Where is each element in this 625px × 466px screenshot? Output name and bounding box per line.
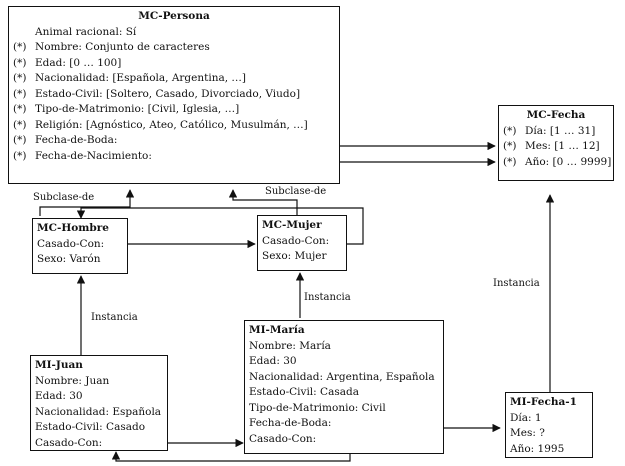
slot-row: Fecha-de-Boda:: [249, 417, 332, 429]
required-marker: (*): [13, 149, 27, 162]
mc-fecha-frame: MC-Fecha (*) Día: [1 … 31] (*) Mes: [1 … 12…: [498, 105, 614, 181]
required-marker: (*): [13, 134, 27, 146]
required-marker: (*): [13, 72, 27, 84]
slot-row: Estado-Civil: Casada: [249, 386, 359, 398]
required-marker: (*): [13, 103, 27, 115]
mc-persona-slots: Animal racional: Sí (*) Nombre: Conjunto d…: [13, 25, 335, 165]
slot-row: (*) Día: [1 … 31]: [503, 124, 609, 140]
mc-hombre-frame: MC-Hombre Casado-Con: Sexo: Varón: [32, 218, 128, 274]
slot-text: Animal racional: Sí: [35, 25, 137, 38]
slot-text: Día: [1 … 31]: [525, 124, 596, 137]
slot-text: Religión: [Agnóstico, Ateo, Católico, Mu…: [35, 118, 308, 131]
slot-row: Animal racional: Sí: [13, 25, 335, 41]
slot-row: (*) Mes: [1 … 12]: [503, 139, 609, 155]
mc-hombre-slot: Sexo: Varón: [37, 253, 101, 265]
slot-row: (*) Fecha-de-Boda:: [13, 133, 335, 149]
slot-row: (*) Edad: [0 … 100]: [13, 56, 335, 72]
slot-row: (*) Fecha-de-Nacimiento:: [13, 149, 335, 165]
slot-text: Nacionalidad: [Española, Argentina, …]: [35, 72, 247, 84]
mi-juan-title: MI-Juan: [35, 359, 83, 371]
slot-row: Estado-Civil: Casado: [35, 421, 146, 433]
label-subclase-hombre: Subclase-de: [32, 192, 96, 203]
slot-text: Mes: [1 … 12]: [525, 140, 600, 152]
mc-fecha-slots: (*) Día: [1 … 31] (*) Mes: [1 … 12] (*) Año: …: [503, 124, 612, 171]
slot-text: Estado-Civil: [Soltero, Casado, Divorcia…: [35, 87, 301, 100]
slot-row: Nombre: María: [249, 339, 331, 352]
required-marker: (*): [13, 56, 27, 69]
slot-row: Nacionalidad: Española: [35, 405, 162, 418]
mi-fecha-1-slot: Día: 1: [510, 411, 542, 424]
label-subclase-mujer: Subclase-de: [264, 186, 328, 197]
required-marker: (*): [13, 118, 27, 131]
slot-row: Tipo-de-Matrimonio: Civil: [249, 401, 386, 414]
slot-row: (*) Año: [0 … 9999]: [503, 155, 612, 171]
label-instancia-fecha: Instancia: [492, 278, 541, 289]
mc-mujer-title: MC-Mujer: [262, 219, 322, 231]
required-marker: (*): [503, 140, 517, 152]
mc-persona-frame: MC-Persona Animal racional: Sí (*) Nombre:…: [8, 6, 340, 184]
required-marker: (*): [503, 155, 517, 168]
mc-mujer-frame: MC-Mujer Casado-Con: Sexo: Mujer: [257, 215, 347, 271]
slot-text: Nombre: Conjunto de caracteres: [35, 41, 210, 53]
mi-maria-title: MI-María: [249, 324, 305, 336]
slot-text: Edad: [0 … 100]: [35, 56, 122, 69]
slot-row: Nacionalidad: Argentina, Española: [249, 370, 435, 383]
slot-row: (*) Nacionalidad: [Española, Argentina, ……: [13, 71, 335, 87]
mi-fecha-1-frame: MI-Fecha-1 Día: 1 Mes: ? Año: 1995: [505, 392, 593, 458]
slot-row: Edad: 30: [249, 355, 297, 367]
mc-fecha-title: MC-Fecha: [526, 109, 586, 121]
slot-row: Nombre: Juan: [35, 374, 110, 387]
slot-row: Casado-Con:: [35, 436, 103, 449]
slot-row: (*) Nombre: Conjunto de caracteres: [13, 40, 335, 56]
mc-mujer-slot: Sexo: Mujer: [262, 250, 327, 262]
mi-fecha-1-title: MI-Fecha-1: [510, 396, 577, 408]
slot-row: Edad: 30: [35, 390, 83, 402]
mi-fecha-1-slot: Mes: ?: [510, 427, 545, 439]
mc-persona-title: MC-Persona: [138, 10, 210, 22]
required-marker: (*): [13, 41, 27, 53]
arrow-mujer-casado-to-hombre: [76, 207, 364, 245]
mc-mujer-slot: Casado-Con:: [262, 234, 330, 247]
mc-hombre-slot: Casado-Con:: [37, 237, 105, 250]
label-instancia-juan: Instancia: [90, 312, 139, 323]
slot-text: Tipo-de-Matrimonio: [Civil, Iglesia, …]: [35, 103, 240, 115]
slot-row: Casado-Con:: [249, 432, 317, 445]
mi-fecha-1-slot: Año: 1995: [510, 442, 565, 455]
required-marker: (*): [503, 124, 517, 137]
slot-row: (*) Tipo-de-Matrimonio: [Civil, Iglesia, …: [13, 102, 335, 118]
slot-row: (*) Religión: [Agnóstico, Ateo, Católico,…: [13, 118, 335, 134]
label-instancia-maria: Instancia: [303, 292, 352, 303]
slot-text: Fecha-de-Nacimiento:: [35, 149, 152, 162]
required-marker: (*): [13, 87, 27, 100]
mc-hombre-title: MC-Hombre: [37, 222, 109, 234]
slot-row: (*) Estado-Civil: [Soltero, Casado, Divor…: [13, 87, 335, 103]
slot-text: Año: [0 … 9999]: [525, 155, 612, 168]
arrow-hombre-subclase: [39, 189, 135, 216]
slot-text: Fecha-de-Boda:: [35, 134, 118, 146]
